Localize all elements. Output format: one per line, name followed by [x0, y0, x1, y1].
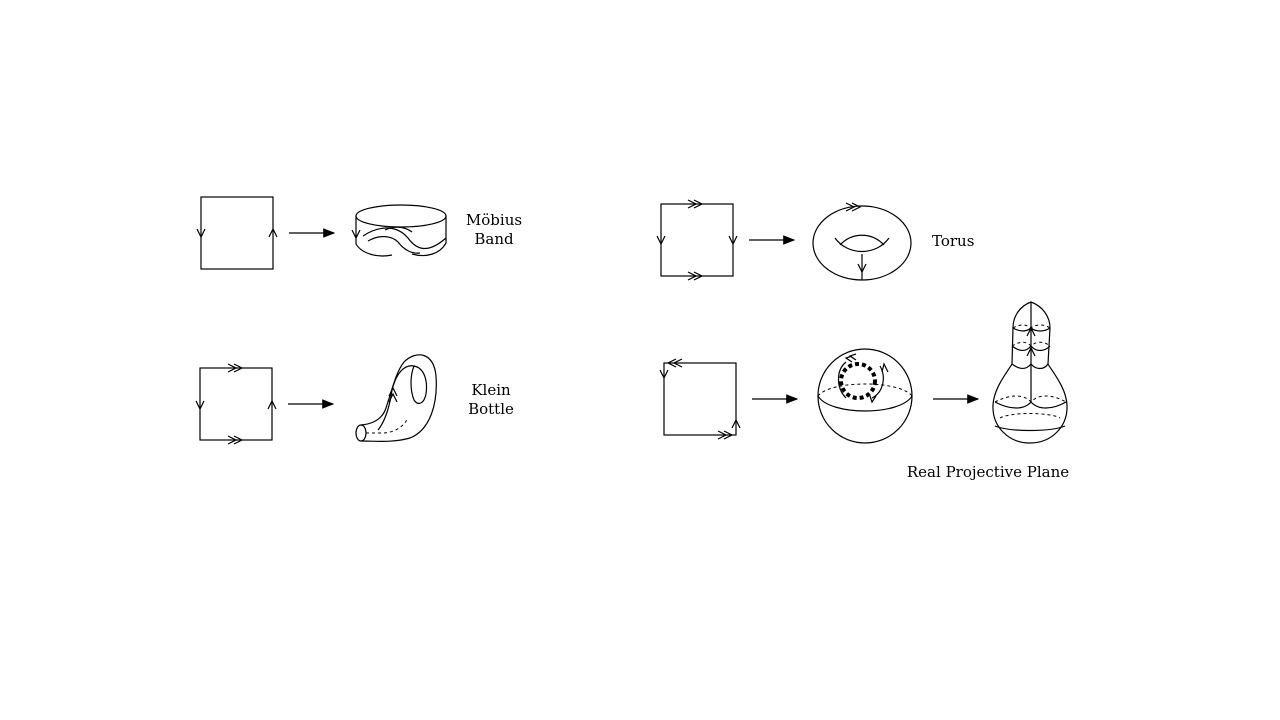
klein-label-line1: Klein — [471, 381, 511, 399]
mobius-left-arrow-icon — [196, 228, 206, 239]
mobius-label-line2: Band — [474, 230, 514, 248]
projective-bottom-double-arrow-icon — [717, 430, 734, 440]
projective-top-double-arrow-icon — [666, 358, 683, 368]
mobius-label-line1: Möbius — [466, 211, 522, 229]
torus-square — [660, 203, 734, 277]
torus-label: Torus — [932, 232, 974, 250]
mobius-right-arrow-icon — [268, 227, 278, 238]
torus-bottom-double-arrow-icon — [687, 271, 704, 281]
mobius-band-drawing — [351, 204, 447, 257]
klein-top-double-arrow-icon — [227, 363, 244, 373]
klein-left-arrow-icon — [195, 400, 205, 411]
projective-boys-surface-drawing — [992, 301, 1068, 444]
projective-sphere-drawing — [817, 348, 913, 444]
klein-group: Klein Bottle — [195, 354, 514, 445]
klein-right-arrow-icon — [267, 399, 277, 410]
projective-group: Real Projective Plane — [659, 301, 1069, 481]
klein-square — [199, 367, 273, 441]
projective-right-arrow-icon — [731, 418, 741, 429]
klein-label-line2: Bottle — [468, 400, 514, 418]
klein-bottom-double-arrow-icon — [227, 435, 244, 445]
torus-top-double-arrow-icon — [687, 199, 704, 209]
klein-bottle-drawing — [355, 354, 437, 442]
projective-left-arrow-icon — [659, 369, 669, 380]
projective-square — [663, 362, 737, 436]
torus-left-arrow-icon — [656, 235, 666, 246]
torus-right-arrow-icon — [728, 235, 738, 246]
mobius-group: Möbius Band — [196, 196, 522, 270]
torus-group: Torus — [656, 199, 974, 281]
torus-drawing — [812, 202, 912, 281]
projective-label: Real Projective Plane — [907, 463, 1069, 481]
mobius-square — [200, 196, 274, 270]
